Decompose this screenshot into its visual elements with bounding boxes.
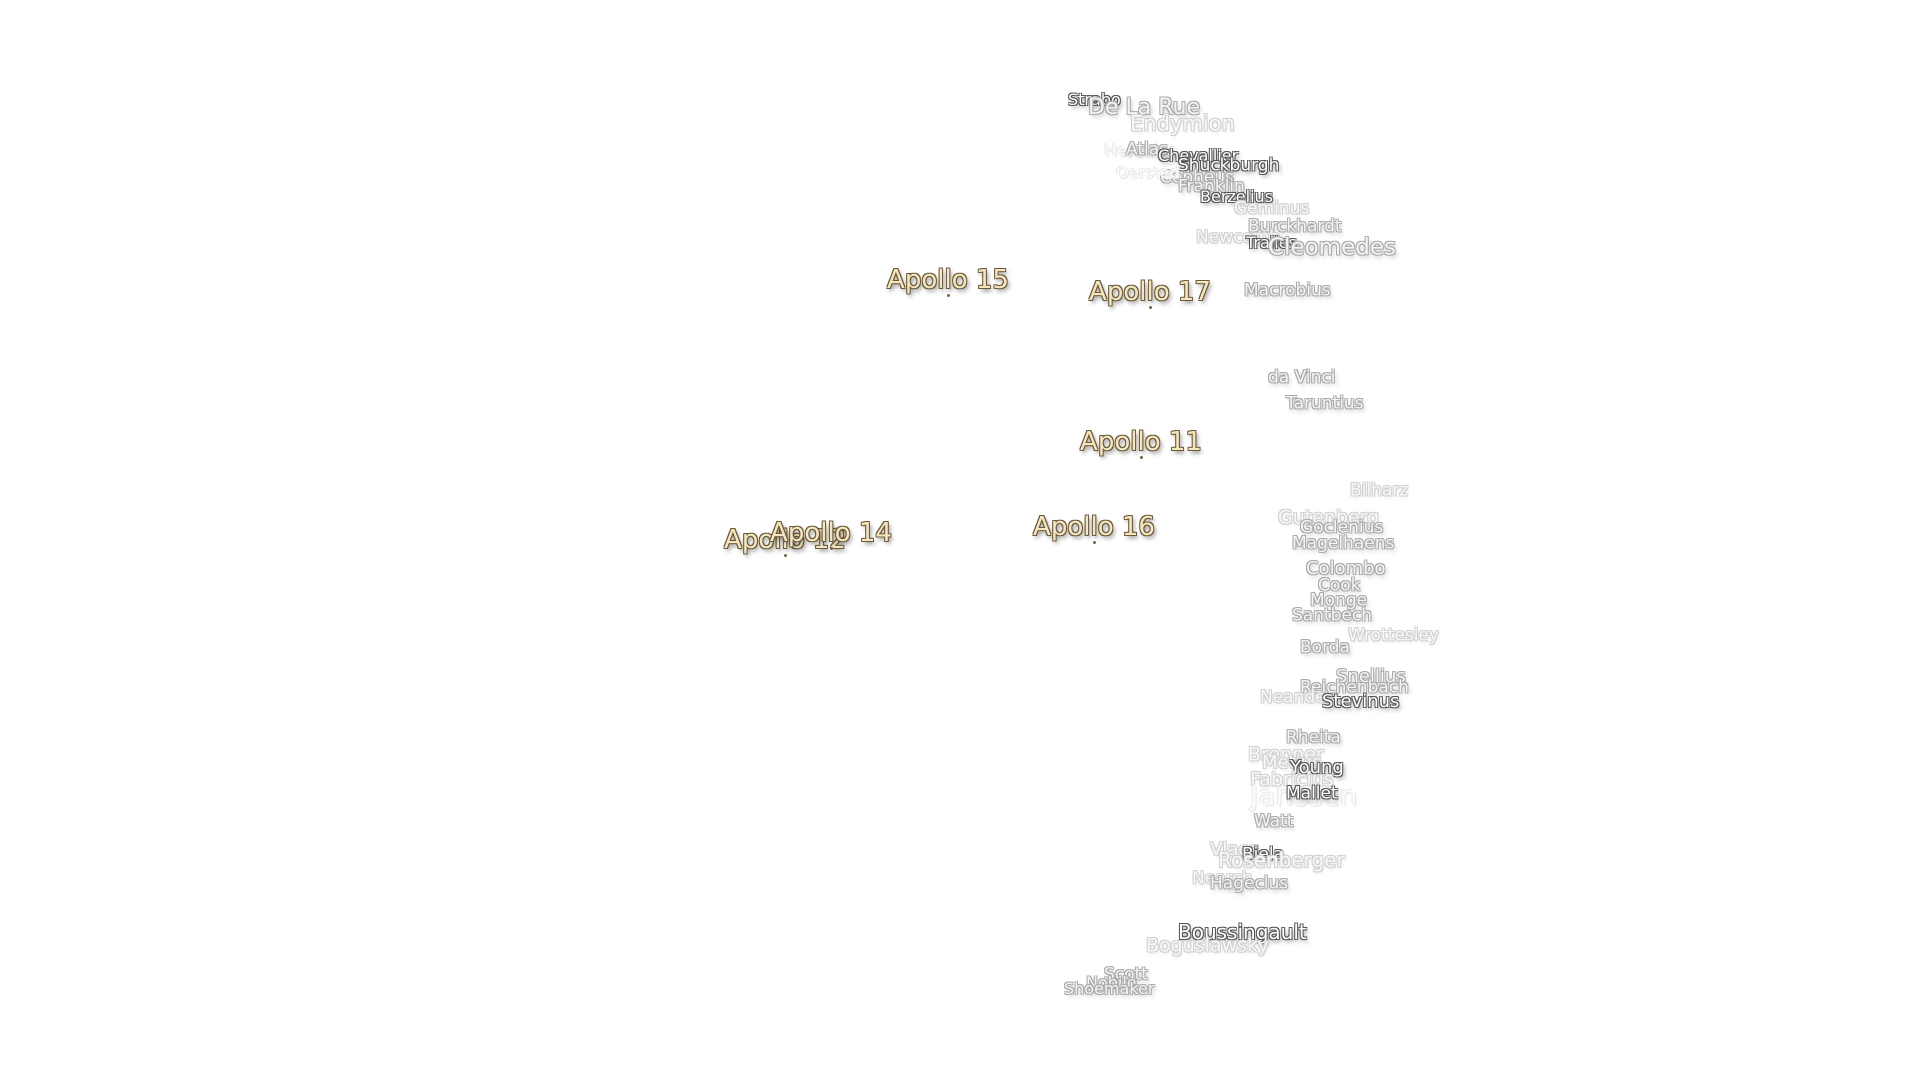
crater-label-da-vinci[interactable]: da Vinci xyxy=(1268,367,1336,388)
crater-label-brenner-upper[interactable]: Brenner xyxy=(1248,743,1324,766)
apollo-14-marker[interactable] xyxy=(830,547,833,550)
crater-label-cleomedes[interactable]: Cleomedes xyxy=(1268,234,1396,261)
crater-label-oersted[interactable]: Oersted xyxy=(1116,163,1180,182)
crater-label-rosenberger[interactable]: Rosenberger xyxy=(1218,848,1345,872)
crater-label-tralles[interactable]: Tralles xyxy=(1246,233,1297,252)
crater-label-nobile[interactable]: Nobile xyxy=(1086,973,1137,992)
crater-label-hageclus[interactable]: Hageclus xyxy=(1210,873,1289,894)
crater-label-biela-ghost[interactable]: Vlacq xyxy=(1210,839,1260,860)
apollo-11-label[interactable]: Apollo 11 xyxy=(1080,427,1202,457)
crater-label-atlas[interactable]: Atlas xyxy=(1126,139,1168,160)
crater-label-mallet[interactable]: Mallet xyxy=(1286,783,1338,804)
apollo-12-label[interactable]: Apollo 12 xyxy=(724,525,846,555)
crater-label-boussingault[interactable]: Boussingault xyxy=(1178,920,1307,944)
crater-label-colombo[interactable]: Colombo xyxy=(1306,558,1386,579)
crater-label-watt[interactable]: Watt xyxy=(1254,811,1294,832)
crater-label-scott[interactable]: Scott xyxy=(1104,964,1148,985)
crater-label-magelhaens[interactable]: Magelhaens xyxy=(1292,533,1395,554)
apollo-17-marker[interactable] xyxy=(1149,306,1152,309)
crater-label-burckhardt[interactable]: Burckhardt xyxy=(1248,216,1342,237)
crater-label-fabricius[interactable]: Fabricius xyxy=(1250,768,1334,791)
crater-label-strabo[interactable]: Strabo xyxy=(1068,90,1121,109)
crater-label-boguslawsky[interactable]: Boguslawsky xyxy=(1146,934,1269,957)
crater-label-newcomb[interactable]: Newcomb xyxy=(1196,227,1281,248)
apollo-16-label[interactable]: Apollo 16 xyxy=(1033,512,1155,542)
crater-label-endymion[interactable]: Endymion xyxy=(1130,111,1235,136)
crater-label-nearch[interactable]: Nearch xyxy=(1192,868,1253,889)
apollo-12-marker[interactable] xyxy=(784,554,787,557)
crater-label-franklin[interactable]: Franklin xyxy=(1178,176,1245,197)
crater-label-neander[interactable]: Neander xyxy=(1260,687,1333,708)
crater-label-gutenberg[interactable]: Gutenberg xyxy=(1278,506,1380,529)
apollo-16-marker[interactable] xyxy=(1093,541,1096,544)
apollo-15-label[interactable]: Apollo 15 xyxy=(887,265,1009,295)
crater-label-geminus[interactable]: Geminus xyxy=(1234,198,1310,219)
crater-label-borda[interactable]: Borda xyxy=(1300,637,1350,658)
apollo-17-label[interactable]: Apollo 17 xyxy=(1089,277,1211,307)
crater-label-macrobius[interactable]: Macrobius xyxy=(1244,280,1331,301)
apollo-14-label[interactable]: Apollo 14 xyxy=(770,518,892,548)
crater-label-monge[interactable]: Monge xyxy=(1310,590,1368,611)
apollo-15-marker[interactable] xyxy=(947,294,950,297)
crater-label-de-la-rue[interactable]: De La Rue xyxy=(1088,95,1200,120)
crater-label-hercules[interactable]: Hercules xyxy=(1104,141,1179,162)
crater-label-shoemaker[interactable]: Shoemaker xyxy=(1064,979,1155,998)
crater-label-berzelius[interactable]: Berzelius xyxy=(1200,187,1274,206)
crater-label-biela[interactable]: Biela xyxy=(1242,844,1284,865)
crater-label-rheita[interactable]: Rheita xyxy=(1286,727,1341,748)
apollo-11-marker[interactable] xyxy=(1140,456,1143,459)
crater-label-bilharz[interactable]: Bilharz xyxy=(1350,480,1409,501)
crater-label-reichenbach[interactable]: Reichenbach xyxy=(1300,677,1409,698)
crater-label-stevinus[interactable]: Stevinus xyxy=(1322,691,1400,712)
crater-label-cepheus[interactable]: Cepheus xyxy=(1160,167,1234,188)
crater-label-wrottesley[interactable]: Wrottesley xyxy=(1348,625,1439,646)
crater-label-cook[interactable]: Cook xyxy=(1318,575,1361,596)
crater-label-chevallier[interactable]: Chevallier xyxy=(1158,146,1239,165)
crater-label-taruntius[interactable]: Taruntius xyxy=(1286,393,1364,414)
crater-label-snellius[interactable]: Snellius xyxy=(1336,666,1406,687)
crater-label-shuckburgh[interactable]: Shuckburgh xyxy=(1178,155,1280,176)
crater-label-goclenius[interactable]: Goclenius xyxy=(1300,517,1384,538)
crater-label-metius[interactable]: Metius xyxy=(1262,752,1322,773)
crater-label-janssen[interactable]: Janssen xyxy=(1250,779,1358,812)
crater-label-santbech[interactable]: Santbech xyxy=(1292,605,1373,626)
crater-label-young[interactable]: Young xyxy=(1290,757,1344,778)
